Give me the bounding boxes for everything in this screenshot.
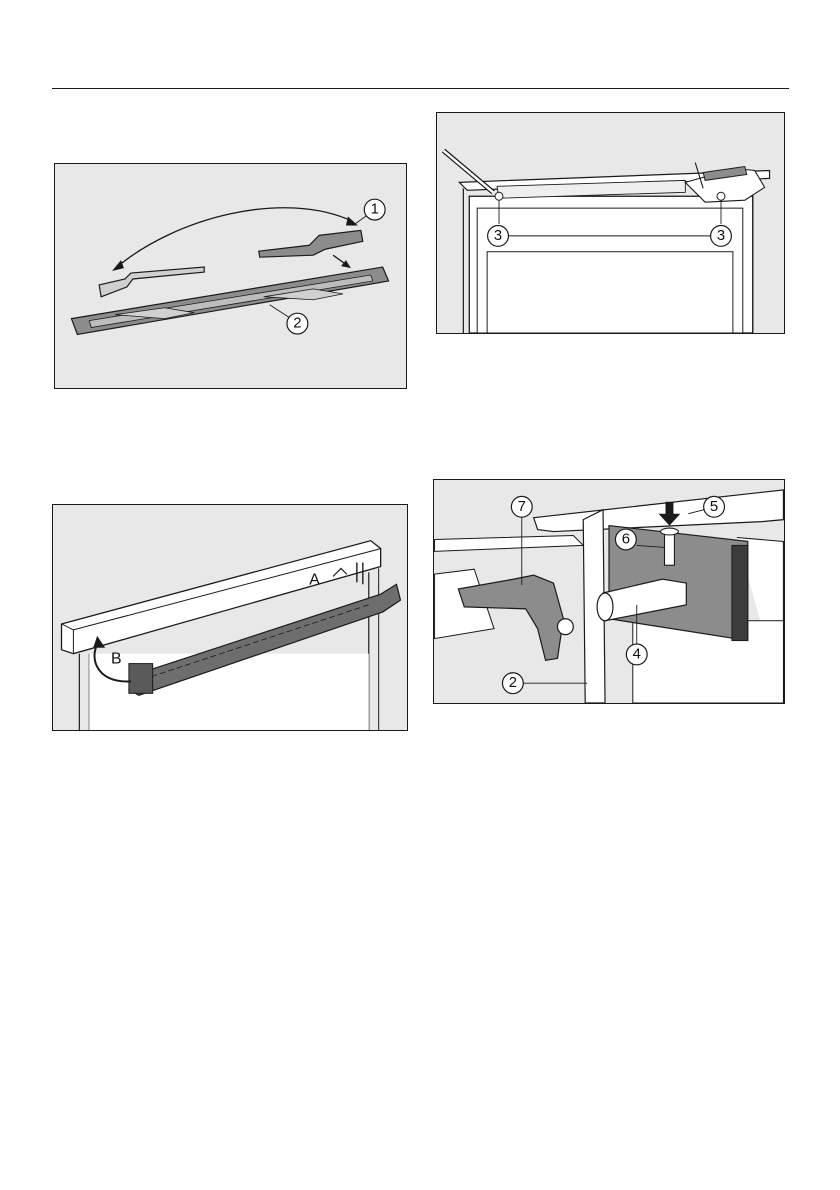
svg-text:1: 1 bbox=[371, 202, 379, 218]
svg-text:4: 4 bbox=[633, 646, 641, 662]
illustration-hinge-detail-drawing: 7 5 6 4 2 bbox=[434, 480, 784, 703]
callout-6: 6 bbox=[615, 529, 636, 550]
svg-text:7: 7 bbox=[518, 499, 526, 515]
callout-2: 2 bbox=[502, 673, 523, 694]
svg-text:3: 3 bbox=[717, 228, 725, 244]
callout-7: 7 bbox=[511, 496, 532, 517]
illustration-screw-removal: 3 3 bbox=[436, 112, 785, 334]
illustration-screw-removal-drawing: 3 3 bbox=[437, 113, 784, 333]
illustration-hinge-plates-drawing: 1 2 bbox=[55, 164, 406, 388]
svg-text:3: 3 bbox=[494, 228, 502, 244]
svg-text:5: 5 bbox=[710, 499, 718, 515]
illustration-door-cover: A B bbox=[52, 504, 408, 731]
callout-5: 5 bbox=[704, 496, 725, 517]
callout-2: 2 bbox=[287, 313, 308, 334]
header-rule bbox=[52, 88, 789, 89]
callout-3-left: 3 bbox=[488, 225, 509, 246]
illustration-door-cover-drawing: A B bbox=[53, 505, 407, 730]
callout-1: 1 bbox=[364, 199, 385, 220]
svg-text:6: 6 bbox=[622, 531, 630, 547]
callout-3-right: 3 bbox=[711, 225, 732, 246]
illustration-hinge-plates: 1 2 bbox=[54, 163, 407, 389]
svg-text:2: 2 bbox=[293, 316, 301, 332]
illustration-hinge-detail: 7 5 6 4 2 bbox=[433, 479, 785, 704]
callout-4: 4 bbox=[626, 644, 647, 665]
label-a: A bbox=[309, 571, 320, 588]
svg-text:2: 2 bbox=[509, 675, 517, 691]
label-b: B bbox=[111, 651, 122, 668]
